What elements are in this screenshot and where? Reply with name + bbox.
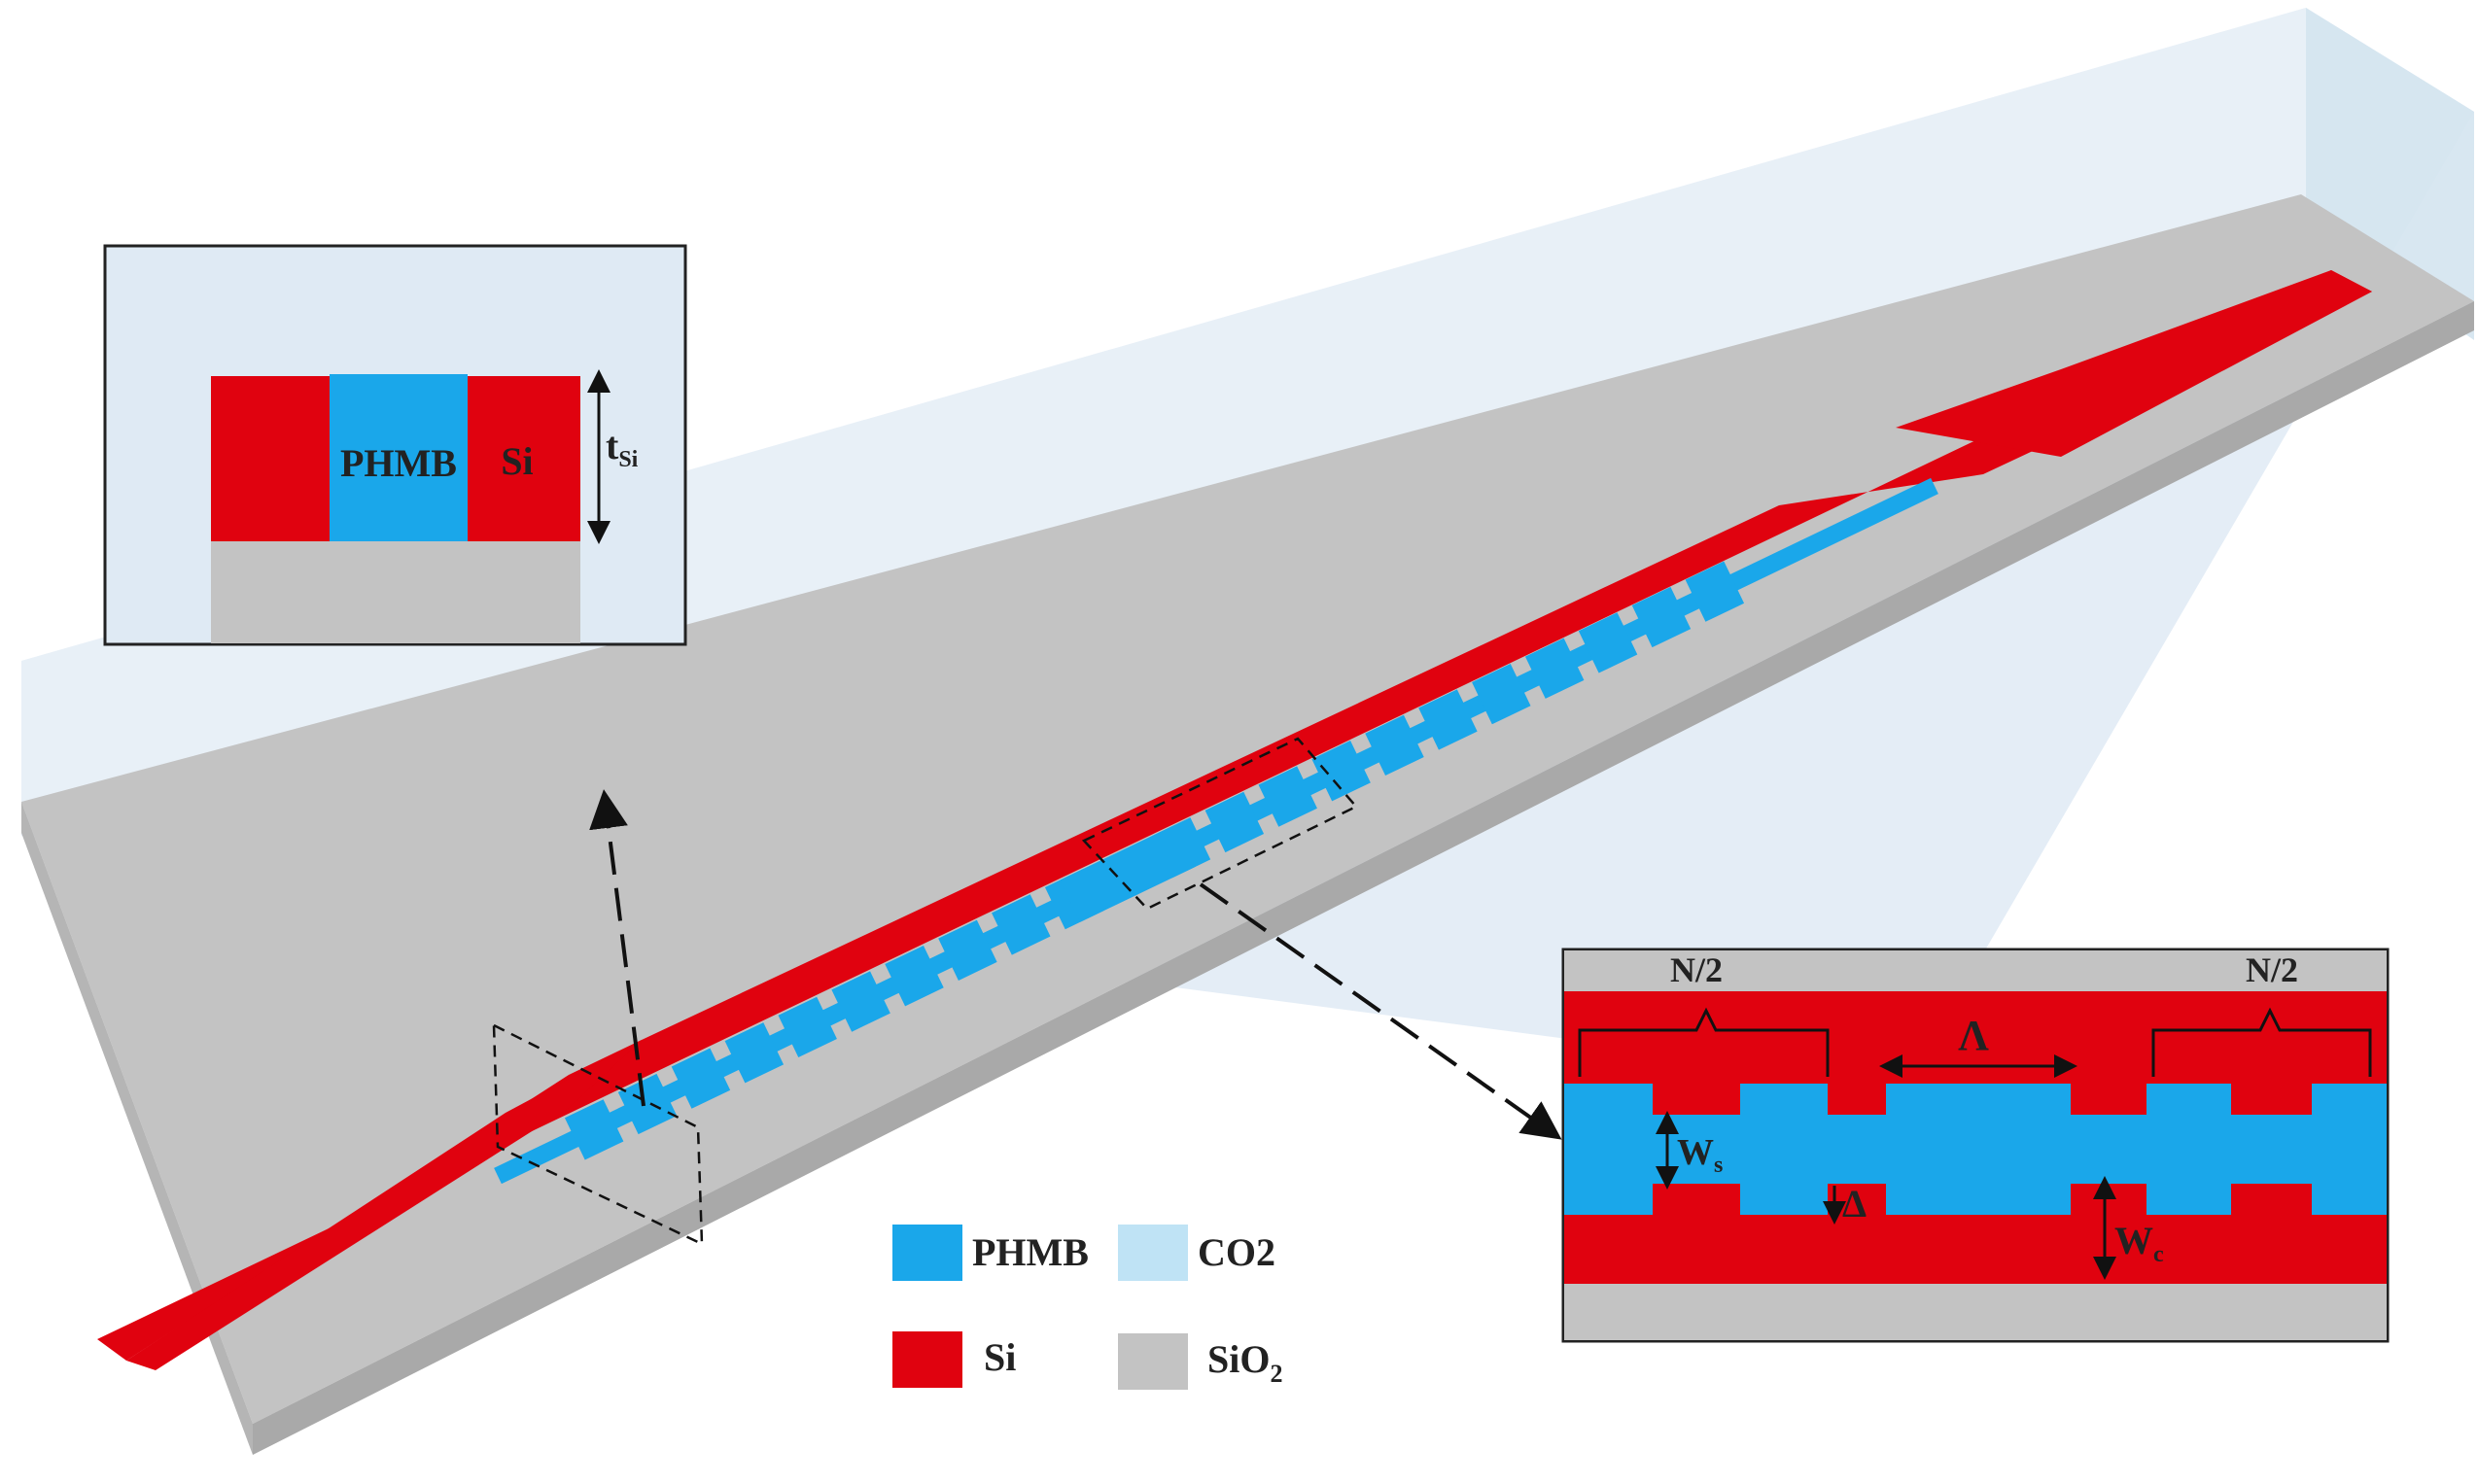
cladding-box-right-face [2306, 8, 2474, 340]
phmb-grating-block [724, 1022, 785, 1084]
phmb-grating-3d [494, 477, 1938, 1185]
phmb-grating-block [1258, 766, 1317, 827]
phmb-grating-block [671, 1048, 731, 1109]
phmb-grating-block [1204, 791, 1265, 853]
bracket-left [1578, 1007, 1830, 1077]
phmb-grating-block [1365, 714, 1424, 777]
legend-swatch-co2 [1118, 1225, 1188, 1281]
bracket-right [2151, 1007, 2372, 1077]
phmb-grating-block [992, 894, 1051, 955]
legend: PHMB CO2 Si SiO2 [892, 1225, 1282, 1390]
phmb-grating-block [617, 1073, 678, 1135]
phmb-grating-block [1151, 817, 1211, 879]
phmb-grating-block [1685, 561, 1745, 622]
period-label: Λ [1958, 1012, 1989, 1059]
phmb-grating-block [778, 996, 837, 1058]
phmb-grating-block [1418, 689, 1478, 750]
thickness-label: tSi [606, 424, 639, 472]
legend-swatch-phmb [892, 1225, 962, 1281]
wc-label: Wc [2114, 1219, 2164, 1267]
legend-swatch-sio2 [1118, 1333, 1188, 1390]
grating-highlight-box [1081, 737, 1359, 911]
phmb-grating-block [831, 971, 890, 1032]
inset-si-left [211, 376, 330, 541]
legend-label-si: Si [984, 1335, 1016, 1379]
inset-sio2-base [211, 541, 580, 643]
sio2-substrate-side [253, 301, 2474, 1455]
arrow-to-top-view [1199, 882, 1562, 1140]
inset-si-label: Si [501, 439, 533, 483]
legend-swatch-si [892, 1331, 962, 1388]
top-view-phmb-grating [1564, 1084, 2387, 1215]
inset-cross-section: PHMB Si tSi [103, 244, 687, 646]
si-core-taper-lower [1896, 270, 2372, 457]
phmb-grating-block [1631, 586, 1692, 648]
inset-si-right [468, 376, 580, 541]
phmb-grating-block [564, 1099, 624, 1160]
top-view-sio2-upper [1564, 950, 2387, 991]
n-half-left-label: N/2 [1670, 950, 1723, 989]
legend-label-co2: CO2 [1198, 1230, 1275, 1274]
phmb-grating-block [938, 919, 997, 981]
top-view-sio2-lower [1564, 1284, 2387, 1340]
inset-phmb-label: PHMB [340, 441, 457, 485]
delta-label: Δ [1842, 1182, 1867, 1225]
si-core-taper-upper [126, 1040, 642, 1370]
arrow-to-cross-section [589, 789, 646, 1107]
legend-label-phmb: PHMB [972, 1230, 1089, 1274]
phmb-grating-block [1311, 741, 1371, 802]
inset-top-view: N/2 N/2 Λ Ws Δ Wc [1561, 948, 2390, 1343]
phmb-grating-block [1524, 638, 1585, 699]
phmb-grating-block [885, 946, 944, 1007]
phmb-grating-block [1578, 612, 1638, 673]
legend-label-sio2: SiO2 [1207, 1337, 1282, 1388]
phmb-grating-block [1472, 663, 1531, 725]
cross-section-plane [492, 1022, 704, 1247]
sio2-substrate-front [21, 802, 253, 1455]
n-half-right-label: N/2 [2246, 950, 2298, 989]
inset-phmb-slot [330, 374, 468, 541]
ws-label: Ws [1677, 1132, 1723, 1178]
